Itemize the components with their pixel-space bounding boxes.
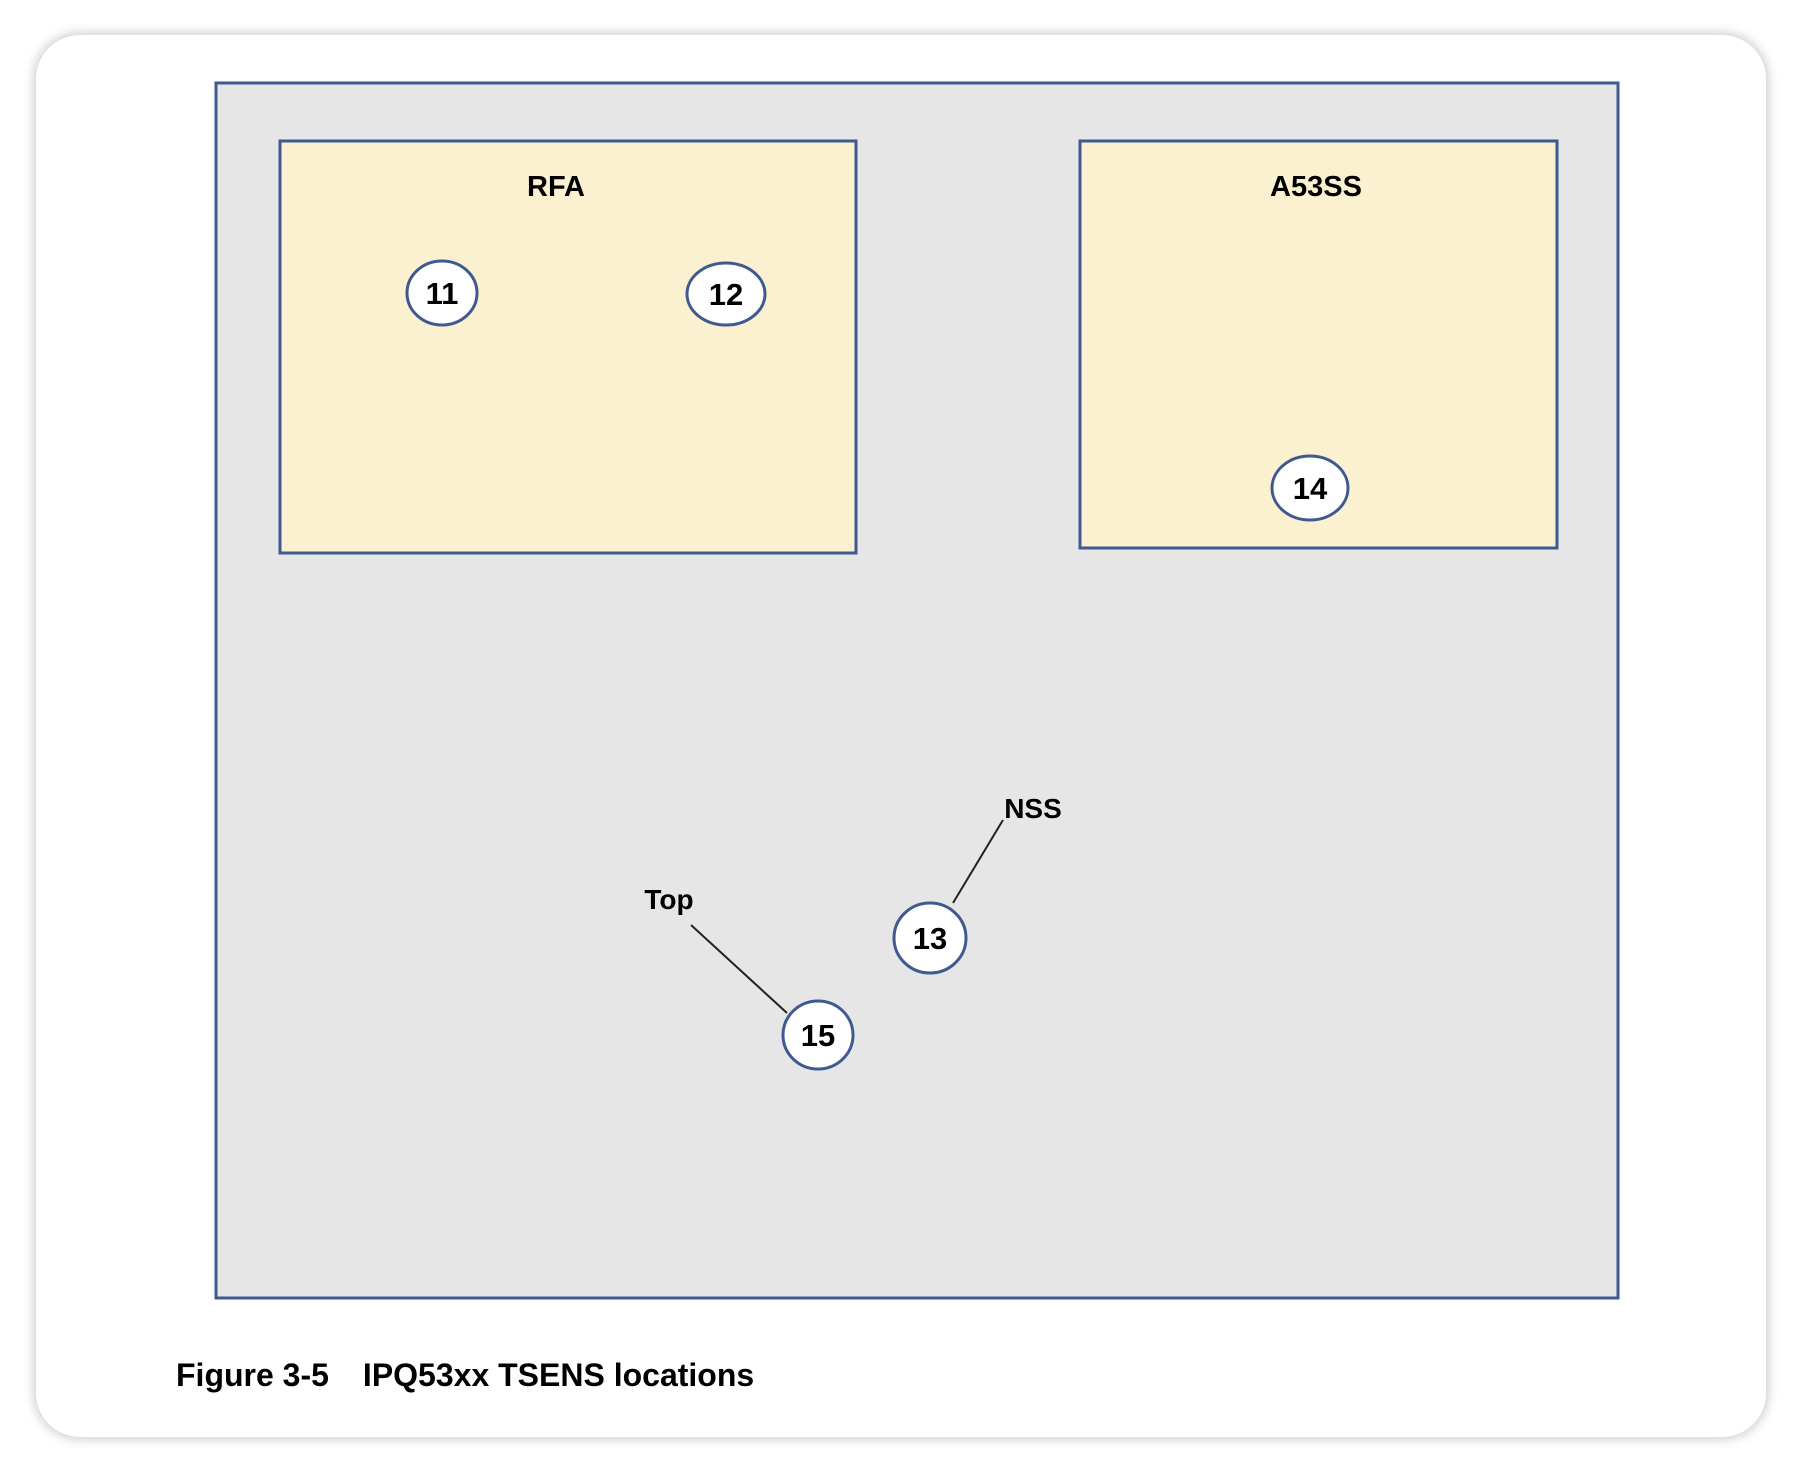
sensor-14-circle bbox=[1270, 454, 1350, 522]
callout-line-top bbox=[690, 924, 788, 1014]
sensor-13: 13 bbox=[892, 901, 968, 975]
block-rfa-box bbox=[278, 139, 858, 555]
callout-label-nss: NSS bbox=[1004, 793, 1062, 824]
sensor-11-label: 11 bbox=[426, 276, 459, 311]
callout-line-nss bbox=[952, 819, 1004, 904]
sensor-12: 12 bbox=[685, 261, 767, 327]
sensor-11-circle bbox=[405, 259, 479, 327]
block-rfa-title: RFA bbox=[527, 171, 585, 203]
sensor-14-label: 14 bbox=[1293, 471, 1328, 506]
figure-title: IPQ53xx TSENS locations bbox=[362, 1357, 755, 1393]
block-rfa: RFA bbox=[278, 139, 858, 555]
block-a53ss-title: A53SS bbox=[1270, 171, 1362, 203]
sensor-12-label: 12 bbox=[709, 277, 743, 312]
sensor-15: 15 bbox=[781, 999, 855, 1071]
callout-label-top: Top bbox=[644, 884, 693, 915]
sensor-14: 14 bbox=[1270, 454, 1350, 522]
sensor-13-label: 13 bbox=[913, 921, 947, 956]
figure-number: Figure 3-5 bbox=[176, 1357, 329, 1393]
sensor-11: 11 bbox=[405, 259, 479, 327]
sensor-13-circle bbox=[892, 901, 968, 975]
sensor-15-circle bbox=[781, 999, 855, 1071]
sensor-12-circle bbox=[685, 261, 767, 327]
sensor-15-label: 15 bbox=[801, 1018, 835, 1053]
figure-caption: Figure 3-5 IPQ53xx TSENS locations bbox=[176, 1357, 754, 1394]
